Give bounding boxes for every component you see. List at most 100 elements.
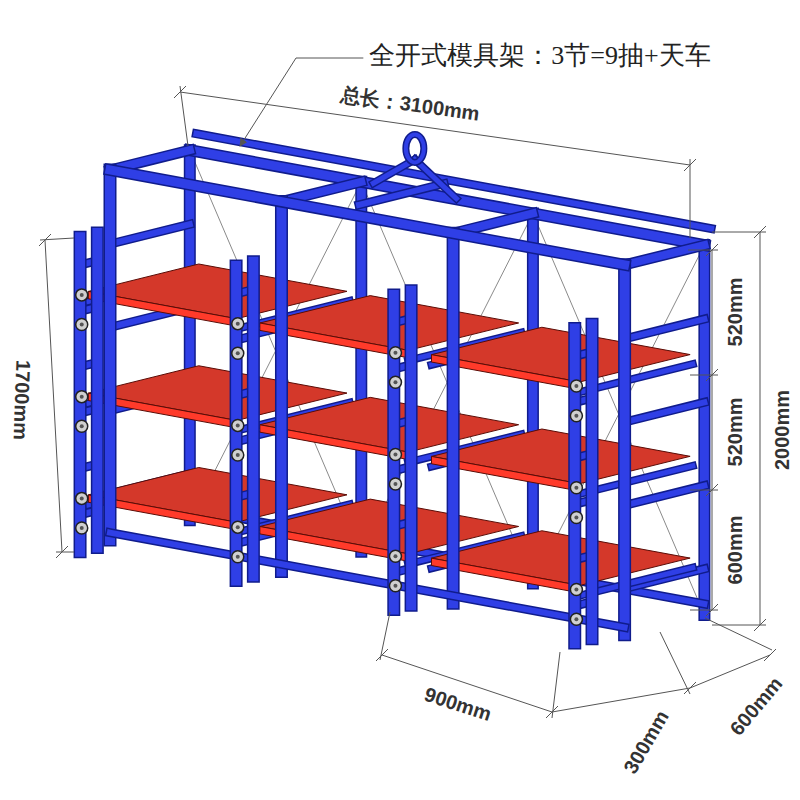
end-rung xyxy=(110,224,190,244)
dimension-line xyxy=(760,232,761,625)
roller-hub xyxy=(236,351,240,355)
roller-hub xyxy=(393,452,397,456)
back-post xyxy=(527,213,539,583)
front-post xyxy=(447,233,460,603)
crane-arm xyxy=(415,159,457,198)
dimension-line xyxy=(552,688,690,712)
front-bottom-beam xyxy=(110,533,625,628)
drawer-plate xyxy=(431,531,690,586)
front-post xyxy=(620,265,630,635)
roller xyxy=(570,584,582,596)
roller-hub xyxy=(236,453,240,457)
roller xyxy=(389,550,401,562)
title: 全开式模具架：3节=9抽+天车 xyxy=(369,42,710,71)
roller xyxy=(232,521,244,533)
dimension-line xyxy=(45,240,62,552)
front-top-beam xyxy=(110,170,625,265)
extension-line xyxy=(380,612,390,660)
end-rung xyxy=(110,224,190,244)
roller-hub xyxy=(574,515,578,519)
end-rung xyxy=(625,319,705,339)
extension-line xyxy=(688,250,718,251)
front-post xyxy=(105,170,115,540)
extension-line xyxy=(552,652,560,718)
roller-hub xyxy=(236,322,240,326)
end-rung xyxy=(625,402,705,422)
roller xyxy=(389,580,401,592)
roller-hub xyxy=(80,496,84,500)
dimension-label: 600mm xyxy=(724,516,746,585)
dimension-label: 520mm xyxy=(724,278,746,347)
crane-rail xyxy=(196,134,711,229)
front-post xyxy=(276,202,286,572)
roller-hub xyxy=(574,617,578,621)
top-cross-beam xyxy=(625,245,705,265)
extension-line xyxy=(690,490,718,491)
dimension-label: 300mm xyxy=(619,707,673,778)
roller-hub xyxy=(236,555,240,559)
ladder-rail xyxy=(92,233,102,548)
dimension-label: 1700mm xyxy=(10,360,35,441)
extension-line xyxy=(690,159,691,238)
roller xyxy=(389,347,401,359)
roller xyxy=(570,613,582,625)
front-post xyxy=(104,170,117,540)
front-top-beam xyxy=(110,170,625,265)
extension-line xyxy=(180,86,188,146)
crane-rail xyxy=(196,134,711,229)
drawer-plate xyxy=(431,327,690,382)
ladder-rail xyxy=(405,291,418,606)
back-post xyxy=(184,150,196,520)
dimension-label: 总长：3100mm xyxy=(339,83,481,124)
ladder-rail xyxy=(247,262,260,577)
roller-hub xyxy=(236,525,240,529)
dimension-label: 2000mm xyxy=(771,390,793,470)
ladder-rail xyxy=(587,324,597,638)
back-post xyxy=(185,150,194,520)
roller xyxy=(76,289,88,301)
roller xyxy=(570,482,582,494)
roller-hub xyxy=(80,395,84,399)
front-post xyxy=(275,202,288,572)
roller xyxy=(232,318,244,330)
extension-line xyxy=(705,618,772,650)
roller xyxy=(389,448,401,460)
extension-line xyxy=(690,610,718,611)
roller xyxy=(570,511,582,523)
roller xyxy=(232,419,244,431)
roller-hub xyxy=(393,554,397,558)
end-rung xyxy=(625,486,705,506)
end-rung xyxy=(625,402,705,422)
roller-hub xyxy=(80,424,84,428)
mold-rack xyxy=(76,134,711,643)
extension-line xyxy=(690,375,718,376)
roller xyxy=(389,478,401,490)
ladder-rail xyxy=(406,291,416,606)
crane-hook xyxy=(406,134,424,162)
extension-line xyxy=(40,238,74,240)
dimension-lines xyxy=(39,58,776,718)
roller xyxy=(76,391,88,403)
roller-hub xyxy=(236,423,240,427)
front-post xyxy=(618,265,631,635)
roller-hub xyxy=(80,293,84,297)
roller xyxy=(76,318,88,330)
drawer-plate xyxy=(431,429,690,484)
roller xyxy=(76,522,88,534)
roller-hub xyxy=(393,584,397,588)
front-bottom-beam xyxy=(110,533,625,628)
roller-hub xyxy=(393,380,397,384)
roller-hub xyxy=(393,482,397,486)
extension-line xyxy=(56,552,74,553)
extension-line xyxy=(712,232,766,233)
end-rung xyxy=(625,319,705,339)
dimension-label: 600mm xyxy=(725,673,786,740)
ladder-rail xyxy=(248,262,258,577)
dimension-label: 900mm xyxy=(422,683,494,725)
extension-line xyxy=(660,632,690,694)
back-post xyxy=(528,213,537,583)
back-post xyxy=(357,182,366,552)
